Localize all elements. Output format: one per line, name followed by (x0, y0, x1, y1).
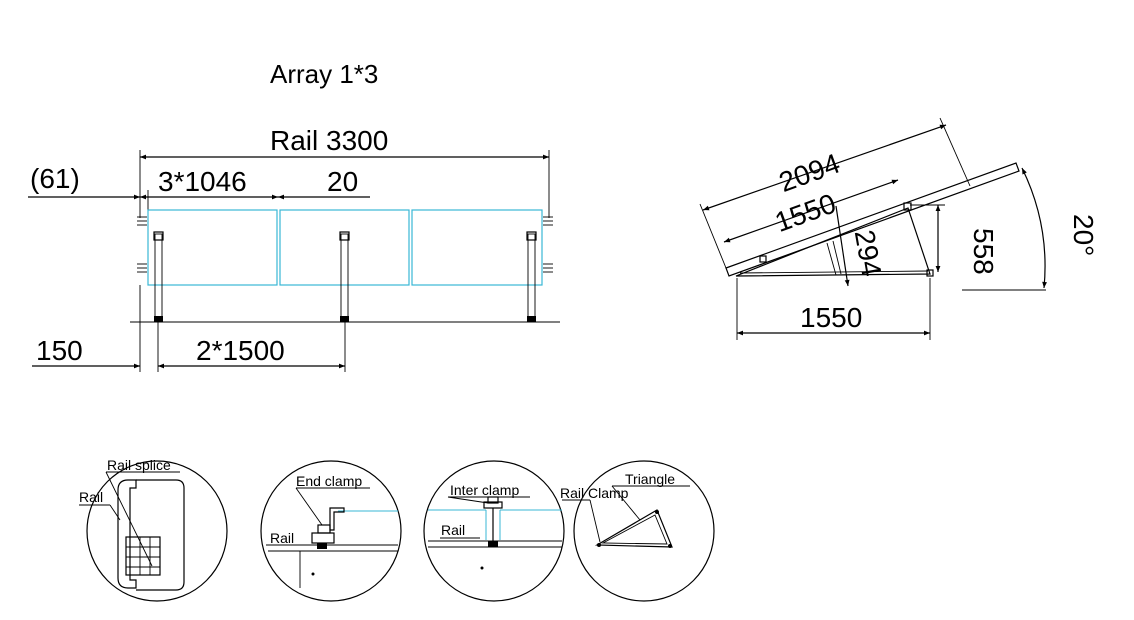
edge-offset-label: 150 (36, 335, 83, 366)
rail-splice-label: Rail splice (107, 457, 171, 473)
front-view: Array 1*3 Rail 3300 (61) 3*1046 20 (28, 59, 560, 372)
side-view: 2094 1550 294 558 1550 20° (699, 117, 1099, 340)
height-short-dimension-line (835, 205, 850, 287)
rail-length-label: Rail 3300 (270, 125, 388, 156)
support-leg-1 (153, 231, 164, 322)
base-label: 1550 (800, 302, 862, 333)
array-title: Array 1*3 (270, 59, 378, 89)
rail-label-detail-1: Rail (79, 489, 103, 505)
solar-panel-2 (279, 209, 410, 286)
solar-panel-1 (147, 209, 278, 286)
support-leg-2 (339, 231, 350, 322)
rail-label-detail-2: Rail (270, 530, 294, 546)
detail-end-clamp: End clamp Rail (260, 460, 402, 602)
overhang-label: (61) (30, 163, 80, 194)
tilt-angle-label: 20° (1068, 214, 1099, 256)
leg-spacing-label: 2*1500 (196, 335, 285, 366)
rail-label-detail-3: Rail (441, 522, 465, 538)
panel-widths-label: 3*1046 (158, 166, 247, 197)
detail-triangle: Triangle Rail Clamp (560, 460, 715, 602)
support-leg-3 (526, 231, 537, 322)
tilt-angle-arc (1021, 167, 1047, 289)
rail-end-ticks-left (137, 216, 147, 273)
gap-label: 20 (327, 166, 358, 197)
triangle-label: Triangle (625, 471, 675, 487)
solar-panel-3 (411, 209, 543, 286)
top-rail-dimension-line (723, 179, 899, 243)
detail-rail-splice: Rail splice Rail (79, 457, 228, 602)
detail-inter-clamp: Inter clamp Rail (423, 460, 565, 602)
height-short-label: 294 (849, 227, 888, 278)
height-long-label: 558 (968, 228, 999, 275)
end-clamp-label: End clamp (296, 473, 362, 489)
inter-clamp-label: Inter clamp (450, 482, 519, 498)
rail-end-ticks-right (543, 216, 553, 273)
rail-clamp-label: Rail Clamp (560, 485, 629, 501)
